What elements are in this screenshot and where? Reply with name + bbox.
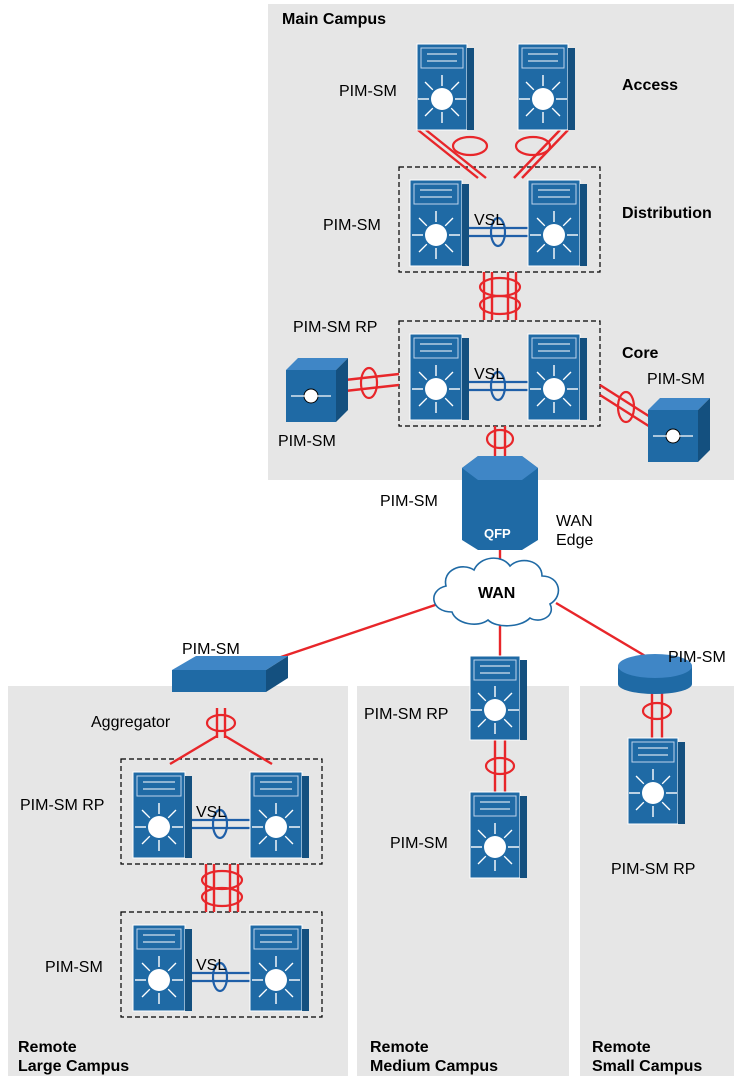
large-vsl-top-label: VSL	[196, 804, 227, 821]
access-pim-label: PIM-SM	[339, 83, 397, 100]
access-switch-2-icon	[517, 43, 575, 131]
aggregator-switch-icon	[172, 656, 288, 692]
distribution-pim-label: PIM-SM	[323, 217, 381, 234]
small-router-pim-label: PIM-SM	[668, 649, 726, 666]
core-switch-2-icon	[527, 333, 587, 421]
wan-cloud	[433, 557, 560, 627]
main-campus-title: Main Campus	[282, 11, 387, 28]
distribution-switch-1-icon	[409, 179, 469, 267]
access-layer-label: Access	[622, 77, 679, 94]
wan-edge-label-line2: Edge	[556, 532, 594, 549]
wan-edge-pim-label: PIM-SM	[380, 493, 438, 510]
medium-rp-label: PIM-SM RP	[364, 706, 449, 723]
medium-pim-label: PIM-SM	[390, 835, 448, 852]
core-vss-box	[398, 320, 601, 427]
large-bottom-switch-1-icon	[132, 924, 192, 1012]
large-pim-label: PIM-SM	[45, 959, 103, 976]
small-switch-icon	[627, 737, 685, 825]
remote-medium-campus-zone	[357, 686, 569, 1076]
large-top-switch-1-icon	[132, 771, 192, 859]
distribution-layer-label: Distribution	[622, 205, 712, 222]
remote-small-title-line1: Remote	[592, 1039, 651, 1056]
small-campus-router-icon	[618, 654, 692, 694]
core-switch-1-icon	[409, 333, 469, 421]
large-vsl-bottom-label: VSL	[196, 957, 227, 974]
core-right-multilayer-switch-icon	[648, 398, 710, 462]
vsl-core-label: VSL	[474, 366, 505, 383]
distribution-vss-box	[398, 166, 601, 273]
remote-small-title-line2: Small Campus	[592, 1058, 703, 1075]
red-links	[169, 129, 664, 912]
access-switch-1-icon	[416, 43, 474, 131]
core-rp-label: PIM-SM RP	[293, 319, 378, 336]
wan-cloud-label: WAN	[478, 585, 516, 602]
red-ellipses	[200, 135, 673, 908]
aggregator-pim-label: PIM-SM	[182, 641, 240, 658]
large-top-vss-box	[120, 758, 323, 865]
small-rp-label: PIM-SM RP	[611, 861, 696, 878]
qfp-label: QFP	[484, 526, 511, 541]
wan-edge-router-icon	[462, 456, 538, 550]
remote-medium-title-line2: Medium Campus	[370, 1058, 499, 1075]
medium-switch-2-icon	[469, 791, 527, 879]
medium-switch-1-icon	[469, 655, 527, 741]
aggregator-label: Aggregator	[91, 714, 171, 731]
devices-layer	[132, 43, 710, 1012]
distribution-switch-2-icon	[527, 179, 587, 267]
remote-medium-title-line1: Remote	[370, 1039, 429, 1056]
core-left-multilayer-switch-icon	[286, 358, 348, 422]
remote-large-title-line1: Remote	[18, 1039, 77, 1056]
core-layer-label: Core	[622, 345, 659, 362]
large-bottom-switch-2-icon	[249, 924, 309, 1012]
remote-large-title-line2: Large Campus	[18, 1058, 130, 1075]
core-right-pim-label: PIM-SM	[647, 371, 705, 388]
large-bottom-vss-box	[120, 911, 323, 1018]
vsl-links	[190, 216, 528, 993]
core-left-pim-label: PIM-SM	[278, 433, 336, 450]
large-top-switch-2-icon	[249, 771, 309, 859]
wan-edge-label-line1: WAN	[556, 513, 593, 530]
large-rp-label: PIM-SM RP	[20, 797, 105, 814]
vsl-distribution-label: VSL	[474, 212, 505, 229]
